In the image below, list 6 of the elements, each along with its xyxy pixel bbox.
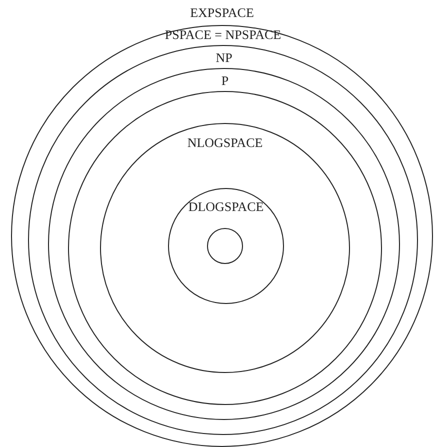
class-label: P	[221, 74, 229, 88]
class-label: PSPACE = NPSPACE	[164, 28, 282, 42]
class-label: EXPSPACE	[190, 6, 254, 20]
class-label: NP	[216, 51, 232, 65]
class-label: DLOGSPACE	[188, 200, 264, 214]
class-label: NLOGSPACE	[187, 136, 263, 150]
